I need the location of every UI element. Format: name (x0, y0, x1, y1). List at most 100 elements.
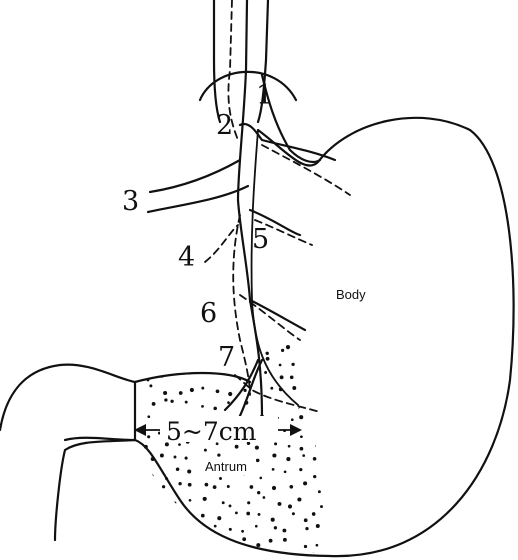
stipple-dot (271, 468, 275, 471)
stipple-dot (184, 400, 188, 404)
stipple-dot (329, 501, 332, 504)
stipple-dot (201, 405, 204, 408)
stipple-dot (147, 435, 151, 439)
branch-number-7: 7 (218, 342, 235, 373)
stipple-dot (131, 514, 134, 517)
stipple-dot (303, 518, 308, 523)
stipple-dot (178, 482, 182, 486)
stipple-dot (164, 442, 169, 447)
stipple-dot (163, 500, 168, 504)
stipple-dot (149, 530, 154, 534)
stipple-dot (148, 538, 152, 543)
stipple-dot (161, 532, 166, 537)
branch-1 (260, 73, 322, 164)
stipple-dot (217, 516, 222, 521)
stipple-dot (147, 415, 151, 419)
stipple-dot (246, 441, 251, 446)
stipple-dot (255, 551, 260, 555)
measurement-label-bg (160, 416, 278, 442)
stipple-dot (215, 442, 219, 446)
stipple-dot (246, 511, 251, 516)
stipple-dot (316, 432, 321, 438)
stipple-dot (247, 501, 251, 505)
stipple-dot (299, 446, 304, 451)
stipple-dot (286, 457, 291, 462)
stipple-dot (291, 512, 295, 516)
stipple-dot (227, 401, 230, 404)
stipple-dot (158, 554, 163, 555)
stipple-dot (299, 468, 303, 472)
branch-6-posterior (239, 294, 301, 341)
vagus-trunk-posterior (227, 0, 239, 141)
region-label-antrum: Antrum (205, 459, 247, 474)
stipple-dot (328, 475, 332, 480)
stipple-dot (213, 406, 217, 411)
stipple-dot (281, 348, 285, 352)
stipple-dot (189, 387, 194, 393)
branch-3b (148, 158, 242, 194)
stipple-dot (135, 503, 138, 507)
stipple-dot (264, 371, 268, 374)
stipple-dot (257, 512, 261, 516)
stipple-dot (241, 529, 245, 533)
stipple-dot (187, 469, 192, 474)
stipple-dot (282, 528, 287, 533)
stipple-dot (130, 407, 133, 410)
stipple-dot (332, 385, 336, 389)
branch-number-1: 1 (256, 80, 273, 111)
stipple-dot (329, 525, 332, 529)
stipple-dot (328, 377, 332, 381)
branch-number-2: 2 (216, 110, 233, 141)
stipple-dot (212, 485, 217, 489)
stomach-outline (53, 116, 515, 558)
stipple-dot (285, 345, 291, 350)
branch-number-3: 3 (122, 186, 139, 217)
stipple-dot (164, 398, 168, 402)
stipple-dot (270, 517, 275, 522)
stipple-dot (206, 543, 211, 548)
stipple-dot (313, 474, 317, 479)
stipple-dot (221, 501, 225, 505)
stipple-dot (282, 537, 287, 542)
region-label-body: Body (336, 287, 366, 302)
stipple-dot (219, 477, 222, 480)
stipple-dot (144, 488, 148, 492)
stipple-dot (299, 415, 304, 420)
stipple-dot (215, 389, 220, 394)
stipple-dot (259, 476, 263, 480)
stipple-dot (303, 481, 308, 486)
stipple-dot (316, 389, 321, 394)
measurement-arrow-left (134, 424, 146, 436)
stipple-dot (172, 517, 177, 522)
stipple-dot (305, 526, 309, 531)
stipple-dot (334, 462, 337, 465)
stipple-dot (328, 440, 331, 443)
stipple-dot (226, 485, 230, 488)
stipple-dot (274, 442, 278, 446)
stipple-dot (184, 456, 188, 460)
branch-7 (223, 358, 260, 412)
branch-5 (248, 208, 302, 237)
stipple-dot (329, 516, 332, 521)
stipple-dot (162, 515, 167, 520)
stipple-dot (289, 375, 294, 380)
stipple-dot (271, 485, 277, 491)
stipple-dot (234, 444, 239, 449)
stipple-dot (291, 418, 294, 422)
stipple-dot (137, 474, 142, 479)
stipple-dot (228, 504, 232, 508)
pylorus-lower (63, 380, 137, 442)
stipple-dot (146, 503, 149, 506)
stipple-dot (262, 496, 266, 499)
stipple-dot (320, 505, 323, 509)
stipple-dot (302, 454, 306, 457)
stipple-dot (175, 467, 180, 471)
stipple-dot (256, 543, 261, 548)
stipple-dot (179, 524, 183, 528)
branch-3 (146, 184, 250, 214)
posterior-nerve-lower (232, 214, 251, 396)
vagus-trunk-anterior (236, 0, 249, 202)
upper-shaded-wedge (264, 345, 297, 392)
branch-number-6: 6 (200, 298, 217, 329)
stipple-dot (331, 538, 332, 542)
